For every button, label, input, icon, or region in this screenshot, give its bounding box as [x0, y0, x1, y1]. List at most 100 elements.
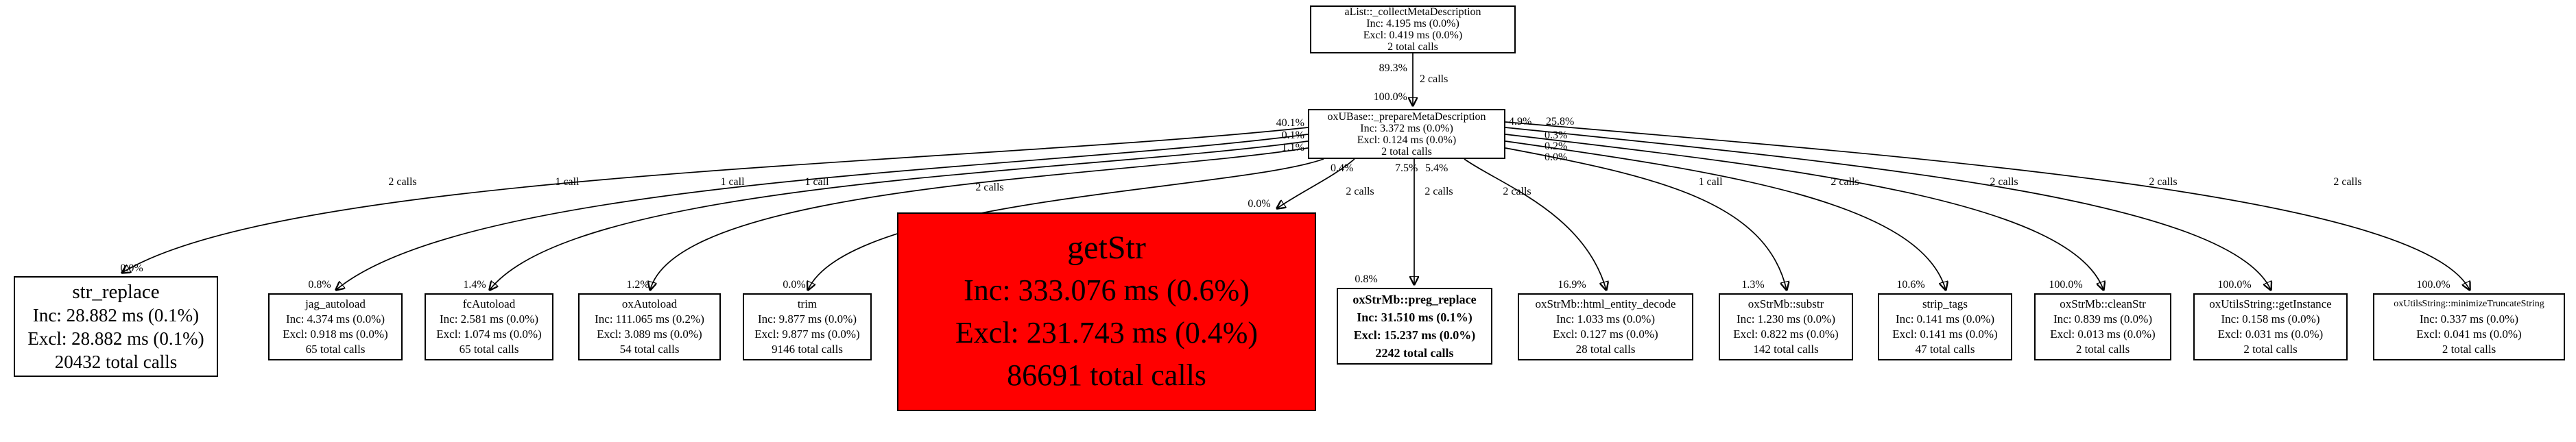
node-str-replace[interactable]: str_replace Inc: 28.882 ms (0.1%) Excl: … — [14, 276, 218, 377]
source-percent-label: 25.8% — [1546, 116, 1575, 127]
edge-percent-label: 0.8% — [1355, 273, 1378, 285]
edge-calls-label: 2 calls — [1990, 176, 2018, 188]
node-title: oxUtilsString::minimizeTruncateString — [2394, 299, 2544, 309]
edge-prepare-to-str-replace — [122, 127, 1309, 273]
edge-percent-label: 0.8% — [308, 279, 331, 291]
node-exclusive: Excl: 9.877 ms (0.0%) — [754, 328, 860, 341]
node-total-calls: 86691 total calls — [1007, 358, 1206, 392]
node-cleanstr[interactable]: oxStrMb::cleanStr Inc: 0.839 ms (0.0%) E… — [2034, 293, 2171, 360]
edge-calls-label: 2 calls — [1346, 186, 1374, 197]
edge-percent-label: 100.0% — [2416, 279, 2450, 291]
node-inclusive: Inc: 111.065 ms (0.2%) — [595, 312, 704, 326]
node-title: oxStrMb::cleanStr — [2060, 297, 2146, 310]
node-getinstance[interactable]: oxUtilsString::getInstance Inc: 0.158 ms… — [2193, 293, 2348, 360]
edge-calls-label: 2 calls — [388, 176, 417, 188]
node-exclusive: Excl: 0.013 ms (0.0%) — [2050, 328, 2156, 341]
source-percent-label: 40.1% — [1276, 117, 1304, 129]
node-ox-autoload[interactable]: oxAutoload Inc: 111.065 ms (0.2%) Excl: … — [578, 293, 721, 360]
node-exclusive: Excl: 3.089 ms (0.0%) — [597, 328, 702, 341]
node-exclusive: Excl: 15.237 ms (0.0%) — [1353, 328, 1476, 342]
edge-calls-label: 2 calls — [1503, 186, 1531, 197]
node-inclusive: Inc: 4.374 ms (0.0%) — [285, 312, 385, 326]
node-total-calls: 20432 total calls — [54, 351, 178, 372]
node-preg-replace[interactable]: oxStrMb::preg_replace Inc: 31.510 ms (0.… — [1337, 288, 1492, 365]
edge-prepare-to-ox-autoload — [650, 147, 1309, 290]
edge-percent-label: 1.4% — [463, 279, 486, 291]
edge-prepare-to-strip-tags — [1505, 140, 1946, 290]
node-exclusive: Excl: 0.124 ms (0.0%) — [1357, 134, 1457, 146]
node-title: oxAutoload — [621, 297, 678, 310]
node-inclusive: Inc: 0.141 ms (0.0%) — [1895, 312, 1994, 326]
node-exclusive: Excl: 1.074 ms (0.0%) — [436, 328, 542, 341]
source-percent-label: 0.2% — [1545, 140, 1568, 152]
node-inclusive: Inc: 28.882 ms (0.1%) — [32, 304, 200, 326]
node-exclusive: Excl: 28.882 ms (0.1%) — [27, 328, 204, 349]
node-inclusive: Inc: 0.839 ms (0.0%) — [2053, 312, 2152, 326]
node-title: str_replace — [72, 280, 160, 303]
node-total-calls: 47 total calls — [1915, 343, 1975, 356]
node-strip-tags[interactable]: strip_tags Inc: 0.141 ms (0.0%) Excl: 0.… — [1878, 293, 2012, 360]
edge-percent-label: 100.0% — [2049, 279, 2083, 291]
node-prepare-meta-description[interactable]: oxUBase::_prepareMetaDescription Inc: 3.… — [1308, 109, 1505, 159]
node-title: oxStrMb::preg_replace — [1352, 293, 1477, 306]
edge-calls-label: 2 calls — [1420, 73, 1448, 85]
node-title: fcAutoload — [462, 297, 516, 310]
source-percent-label: 7.5% — [1395, 162, 1418, 174]
node-title: oxUtilsString::getInstance — [2209, 297, 2332, 310]
node-exclusive: Excl: 0.041 ms (0.0%) — [2416, 328, 2522, 341]
node-getstr-hot[interactable]: getStr Inc: 333.076 ms (0.6%) Excl: 231.… — [897, 212, 1316, 411]
node-inclusive: Inc: 3.372 ms (0.0%) — [1360, 122, 1453, 134]
node-title: oxStrMb::substr — [1748, 297, 1824, 310]
edge-percent-label: 0.0% — [120, 262, 143, 274]
edge-percent-label: 0.0% — [1248, 198, 1271, 210]
edge-prepare-to-jag-autoload — [336, 134, 1309, 290]
edge-percent-label: 10.6% — [1896, 279, 1925, 291]
edge-percent-label: 16.9% — [1558, 279, 1586, 291]
node-total-calls: 142 total calls — [1753, 343, 1819, 356]
node-title: oxStrMb::html_entity_decode — [1535, 297, 1676, 310]
source-percent-label: 0.4% — [1331, 162, 1354, 174]
source-percent-label: 4.9% — [1509, 116, 1532, 127]
node-collect-meta-description[interactable]: aList::_collectMetaDescription Inc: 4.19… — [1310, 5, 1516, 53]
edge-calls-label: 1 call — [1698, 176, 1723, 188]
edge-percent-label: 1.2% — [626, 279, 649, 291]
node-substr[interactable]: oxStrMb::substr Inc: 1.230 ms (0.0%) Exc… — [1719, 293, 1853, 360]
node-total-calls: 2 total calls — [2075, 343, 2130, 356]
node-total-calls: 2 total calls — [1381, 145, 1432, 158]
source-percent-label: 0.3% — [1545, 130, 1568, 141]
node-inclusive: Inc: 9.877 ms (0.0%) — [757, 312, 857, 326]
node-title: oxUBase::_prepareMetaDescription — [1327, 110, 1486, 123]
node-total-calls: 9146 total calls — [772, 343, 843, 356]
edge-calls-label: 2 calls — [2333, 176, 2362, 188]
node-minimize-truncate-string[interactable]: oxUtilsString::minimizeTruncateString In… — [2373, 293, 2565, 360]
edge-head-percent-label: 100.0% — [1373, 91, 1407, 103]
node-exclusive: Excl: 0.031 ms (0.0%) — [2217, 328, 2324, 341]
node-title: aList::_collectMetaDescription — [1344, 6, 1481, 18]
edge-percent-label: 1.3% — [1741, 279, 1765, 291]
node-fc-autoload[interactable]: fcAutoload Inc: 2.581 ms (0.0%) Excl: 1.… — [425, 293, 553, 360]
node-jag-autoload[interactable]: jag_autoload Inc: 4.374 ms (0.0%) Excl: … — [268, 293, 403, 360]
edge-calls-label: 2 calls — [1830, 176, 1859, 188]
node-title: trim — [797, 297, 818, 310]
node-total-calls: 28 total calls — [1575, 343, 1636, 356]
node-exclusive: Excl: 0.822 ms (0.0%) — [1733, 328, 1839, 341]
source-percent-label: 0.1% — [1281, 130, 1304, 141]
node-trim[interactable]: trim Inc: 9.877 ms (0.0%) Excl: 9.877 ms… — [743, 293, 872, 360]
node-html-entity-decode[interactable]: oxStrMb::html_entity_decode Inc: 1.033 m… — [1518, 293, 1693, 360]
edge-calls-label: 2 calls — [975, 182, 1004, 193]
node-exclusive: Excl: 231.743 ms (0.4%) — [955, 316, 1259, 349]
edge-prepare-to-getinstance — [1505, 127, 2271, 290]
node-title: strip_tags — [1922, 297, 1968, 310]
edge-calls-label: 1 call — [804, 176, 829, 188]
source-percent-label: 5.4% — [1425, 162, 1448, 174]
node-total-calls: 2242 total calls — [1375, 346, 1454, 360]
node-inclusive: Inc: 4.195 ms (0.0%) — [1366, 18, 1459, 29]
node-total-calls: 54 total calls — [619, 343, 680, 356]
edge-prepare-to-getstr — [1277, 158, 1355, 208]
edge-percent-label: 100.0% — [2217, 279, 2252, 291]
node-total-calls: 65 total calls — [305, 343, 366, 356]
node-exclusive: Excl: 0.141 ms (0.0%) — [1892, 328, 1998, 341]
node-inclusive: Inc: 1.033 ms (0.0%) — [1555, 312, 1655, 326]
